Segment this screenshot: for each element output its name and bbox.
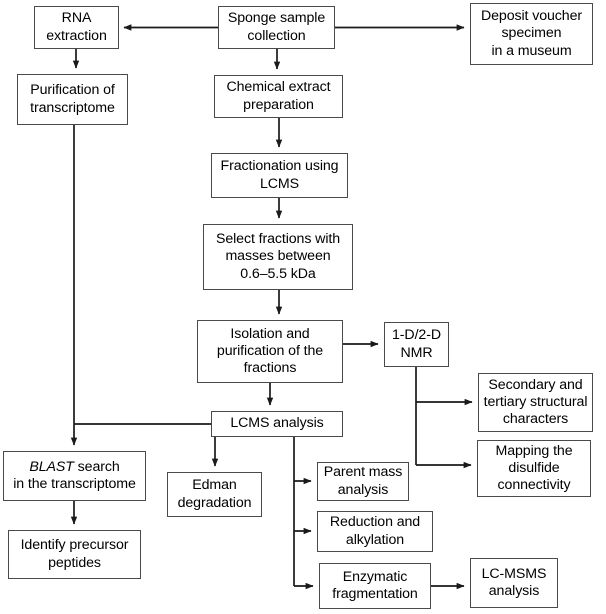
node-lcms-analysis[interactable]: LCMS analysis bbox=[211, 411, 343, 437]
node-label: LCMS analysis bbox=[230, 415, 324, 432]
